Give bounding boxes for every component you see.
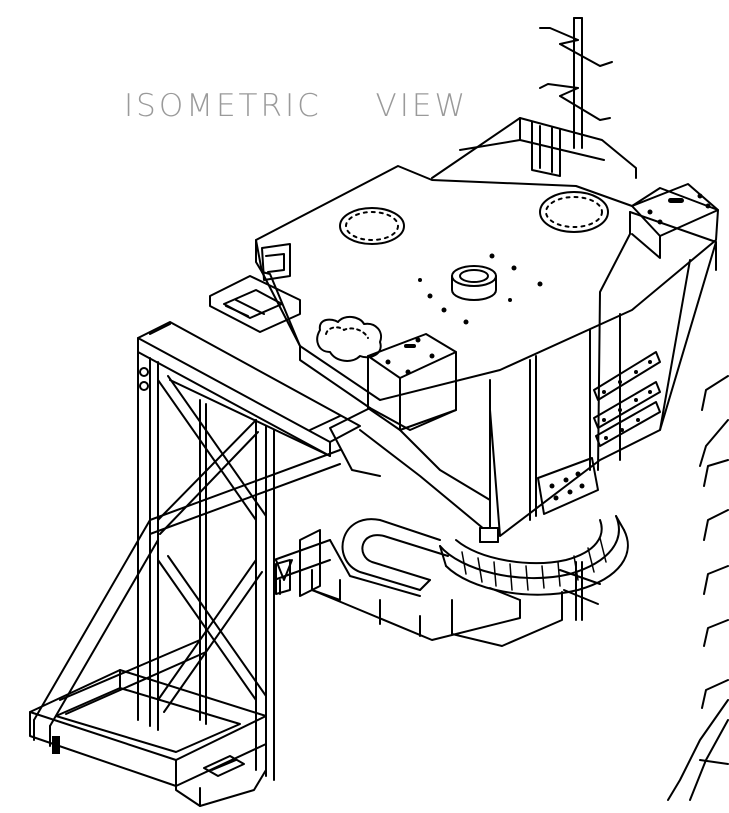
- hopper-body: [490, 184, 718, 536]
- u-loop: [330, 519, 448, 596]
- view-title: ISOMETRIC VIEW: [124, 88, 469, 124]
- irregular-port: [317, 317, 381, 361]
- funnel: [330, 408, 490, 534]
- port-left: [340, 208, 404, 244]
- port-right: [540, 192, 608, 232]
- tower-base-skid: [30, 670, 266, 806]
- base-pedestal: [312, 562, 600, 646]
- rear-frame-block: [432, 118, 636, 178]
- main-top-plate: [256, 166, 718, 408]
- left-flange: [210, 244, 300, 332]
- top-plate-features: [317, 192, 608, 361]
- right-ladder: [668, 376, 728, 800]
- top-right-rail: [540, 18, 612, 148]
- slew-ring: [440, 516, 628, 595]
- spout-bracket: [276, 530, 320, 596]
